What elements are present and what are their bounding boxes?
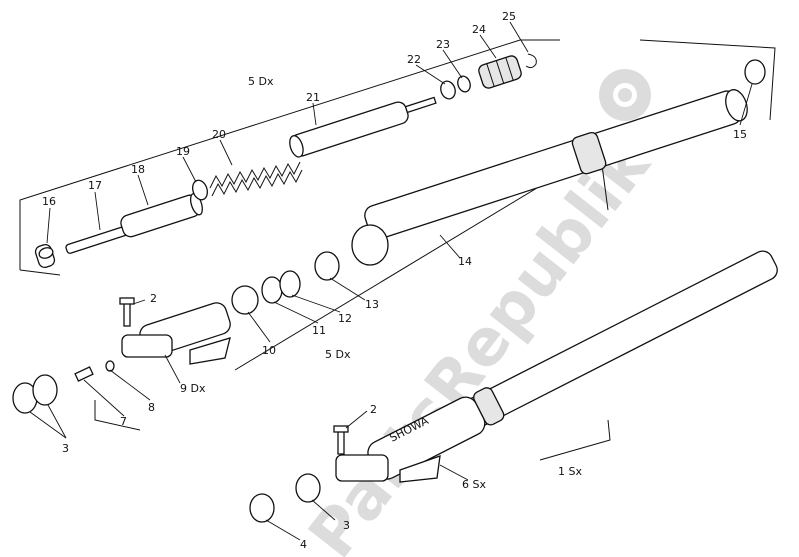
part-24-adjuster [478, 55, 522, 89]
label-7: 7 [120, 415, 127, 428]
part-13-bushing [314, 251, 340, 281]
label-1sx: 1 Sx [558, 465, 582, 478]
part-9dx-lower-leg [121, 302, 231, 365]
part-4-clamp [249, 493, 275, 523]
part-14-fork-tube [364, 89, 748, 240]
part-19-washer [192, 179, 208, 201]
label-24: 24 [472, 23, 486, 36]
label-19: 19 [176, 145, 190, 158]
part-11-ring [261, 276, 283, 304]
part-23-seal [457, 75, 471, 93]
part-15-cap [744, 59, 766, 85]
part-18-tube [120, 192, 203, 238]
label-9dx: 9 Dx [180, 382, 206, 395]
callout-labels: 1 Sx 2 2 3 3 4 5 Dx 5 Dx 6 Sx 7 8 9 Dx 1… [42, 10, 747, 551]
damper-cartridge-assembly [34, 53, 537, 269]
watermark-gear-icon [599, 69, 651, 121]
label-2-left: 2 [370, 403, 377, 416]
label-5dx-mid: 5 Dx [325, 348, 351, 361]
part-22-washer [440, 80, 456, 100]
leader-lines [29, 21, 753, 541]
label-17: 17 [88, 179, 102, 192]
label-21: 21 [306, 91, 320, 104]
label-3-left: 3 [343, 519, 350, 532]
part-1sx-fork-leg [367, 250, 778, 480]
part-3-clamp-left [295, 473, 321, 503]
seal-stack [231, 224, 389, 315]
part-10-seal [231, 285, 259, 315]
label-22: 22 [407, 53, 421, 66]
group-bracket-fork-right [94, 39, 776, 431]
part-8-washer [105, 360, 115, 372]
label-2-right: 2 [150, 292, 157, 305]
part-21-cartridge-tube [289, 96, 437, 158]
part-25-clip [525, 53, 537, 69]
group-bracket-5dx-top [19, 39, 560, 276]
part-16-bushing [34, 243, 56, 269]
label-20: 20 [212, 128, 226, 141]
label-3-right: 3 [62, 442, 69, 455]
label-23: 23 [436, 38, 450, 51]
label-18: 18 [131, 163, 145, 176]
label-12: 12 [338, 312, 352, 325]
label-16: 16 [42, 195, 56, 208]
label-25: 25 [502, 10, 516, 23]
label-14: 14 [458, 255, 472, 268]
part-14-outer-end [351, 224, 389, 266]
part-2-bolt-left [333, 425, 349, 455]
label-10: 10 [262, 344, 276, 357]
part-12-washer [279, 270, 301, 298]
label-5dx-top: 5 Dx [248, 75, 274, 88]
part-3-clamp-right [12, 374, 58, 414]
label-11: 11 [312, 324, 326, 337]
label-15: 15 [733, 128, 747, 141]
label-6sx: 6 Sx [462, 478, 486, 491]
label-13: 13 [365, 298, 379, 311]
group-bracket-1sx [539, 419, 611, 461]
label-8: 8 [148, 401, 155, 414]
part-20-spring [209, 161, 303, 197]
part-2-bolt-right [119, 297, 135, 327]
part-7-screw [74, 366, 94, 382]
label-4: 4 [300, 538, 307, 551]
